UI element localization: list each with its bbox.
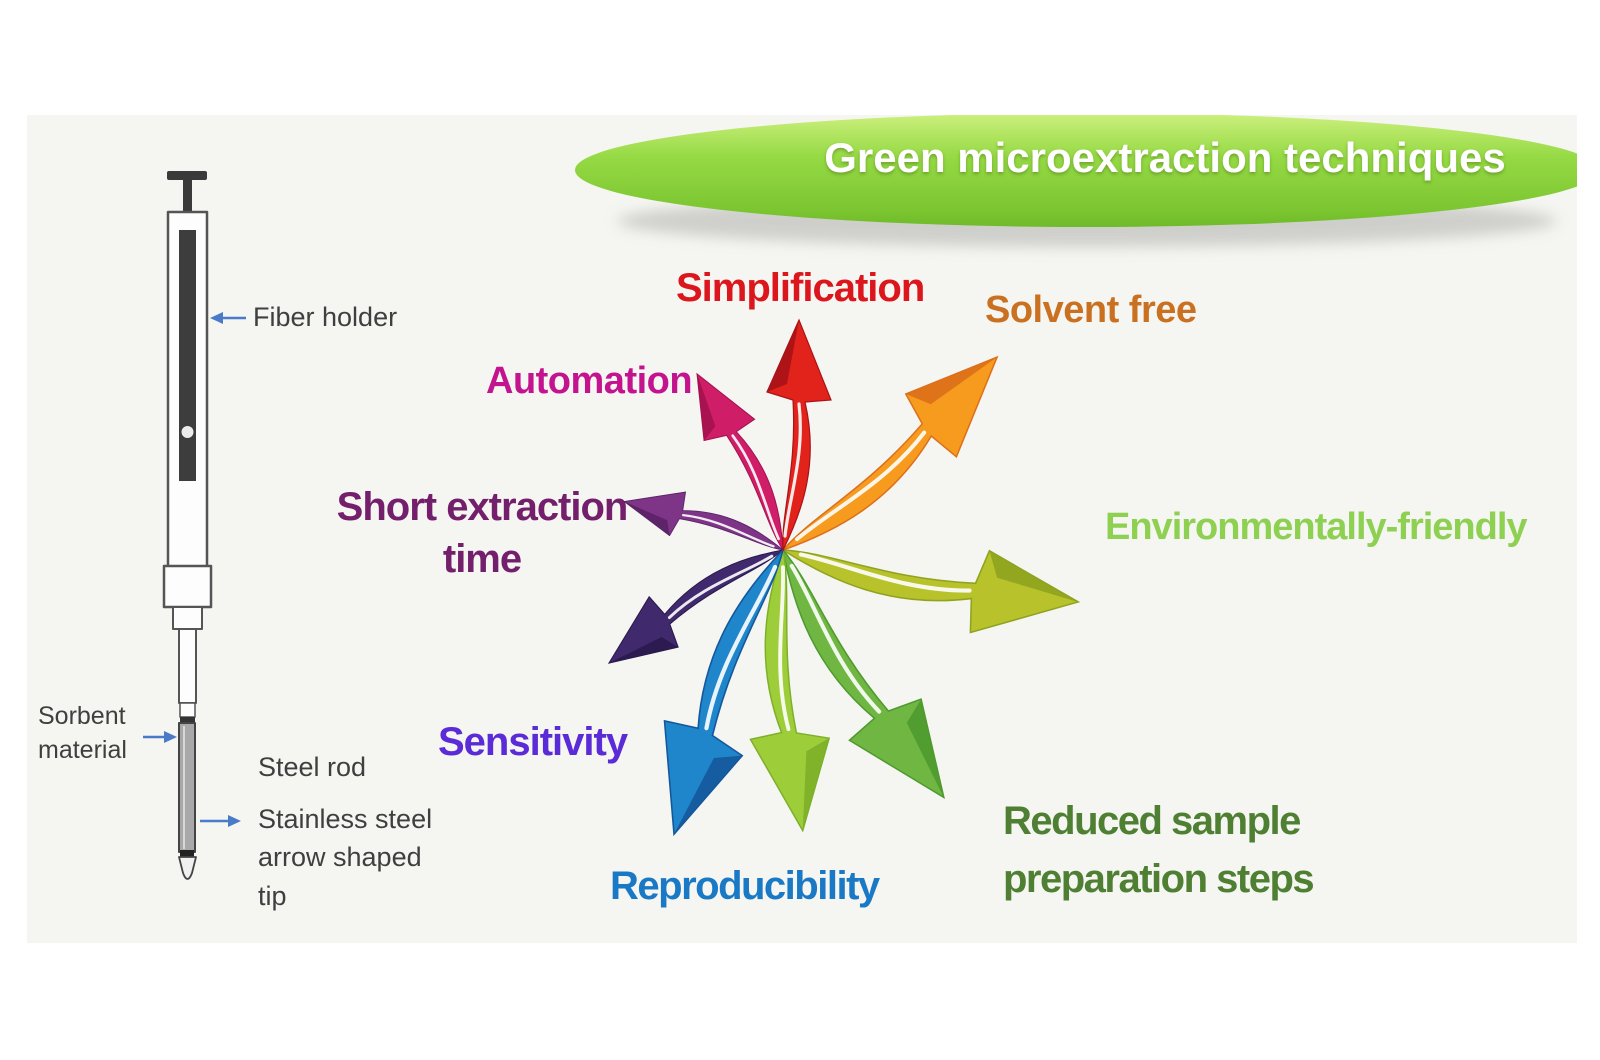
label-reduced-sample: Reduced sample preparation steps	[1003, 799, 1315, 901]
tip-band	[180, 850, 194, 857]
joint-band	[180, 717, 195, 723]
stainless-tip-arrow	[200, 815, 241, 827]
reduced-sample-arrow-2	[749, 547, 831, 833]
plunger-stem	[183, 179, 192, 214]
label-stainless-tip: Stainless steel arrow shaped tip	[258, 804, 433, 911]
banner-title: Green microextraction techniques	[824, 134, 1506, 181]
label-solvent-free: Solvent free	[985, 289, 1197, 331]
needle-joint	[179, 702, 196, 718]
hub-step	[172, 606, 203, 630]
label-sorbent-material: Sorbent material	[38, 702, 127, 764]
needle	[178, 628, 197, 704]
automation-arrow	[696, 372, 784, 552]
inner-rod	[179, 230, 196, 481]
barrel-window-dot	[181, 426, 194, 438]
sensitivity-arrow	[607, 549, 785, 664]
label-fiber-holder: Fiber holder	[253, 302, 398, 332]
sorbent-rod	[178, 722, 196, 853]
label-simplification: Simplification	[676, 266, 925, 310]
solvent-free-arrow	[780, 355, 999, 552]
fiber-holder-arrow	[210, 312, 246, 324]
label-steel-rod: Steel rod	[258, 752, 367, 782]
label-short-extraction-time: Short extraction time	[336, 485, 629, 581]
spme-device	[162, 171, 213, 880]
banner-ellipse	[575, 115, 1577, 227]
label-sensitivity: Sensitivity	[438, 720, 628, 764]
environmentally-friendly-arrow	[780, 549, 1081, 634]
label-environmentally-friendly: Environmentally-friendly	[1105, 506, 1528, 548]
arrow-shaped-tip	[178, 856, 197, 880]
label-reproducibility: Reproducibility	[610, 864, 880, 908]
reproducibility-arrow	[663, 547, 785, 837]
sorbent-material-arrow	[143, 731, 177, 743]
annotation-arrows	[143, 312, 246, 827]
hub-block	[162, 564, 213, 609]
simplification-arrow	[766, 318, 832, 553]
label-automation: Automation	[486, 360, 693, 402]
short-extraction-time-arrow	[623, 491, 785, 551]
reduced-sample-arrow	[781, 547, 945, 800]
banner	[575, 115, 1577, 247]
plunger-handle	[167, 171, 207, 180]
pinwheel-arrows	[607, 318, 1081, 837]
